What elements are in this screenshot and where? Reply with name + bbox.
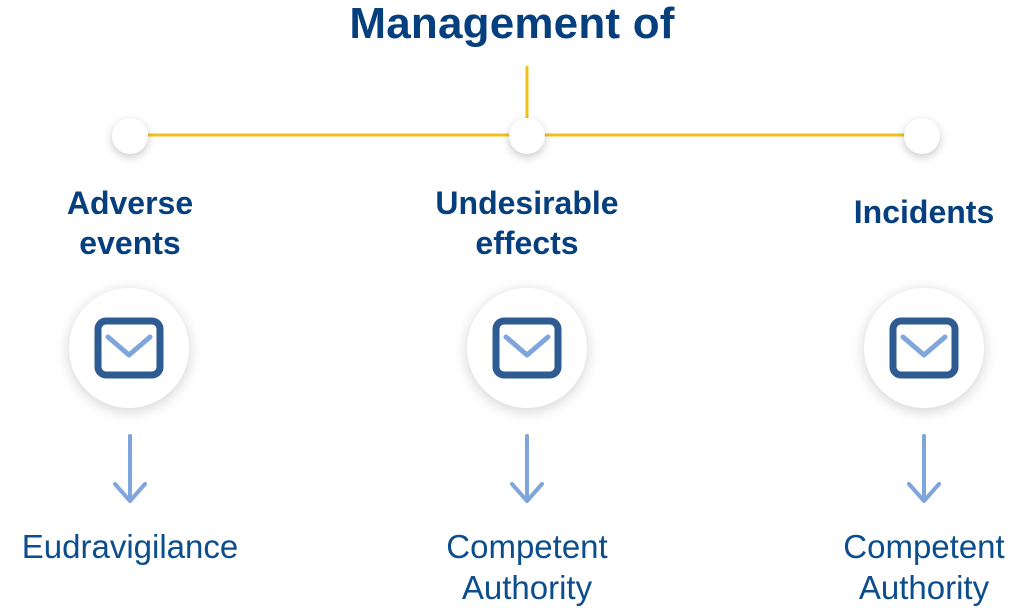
- branch-node-right: [904, 118, 940, 154]
- envelope-icon: [889, 317, 959, 379]
- envelope-icon: [94, 317, 164, 379]
- branch-heading-incidents: Incidents: [794, 192, 1024, 232]
- destination-eudravigilance: Eudravigilance: [0, 526, 280, 567]
- destination-line: Authority: [461, 569, 593, 606]
- down-arrow-icon: [510, 434, 544, 503]
- heading-line: events: [79, 225, 181, 261]
- branch-node-left: [112, 118, 148, 154]
- branch-heading-adverse-events: Adverse events: [0, 183, 260, 263]
- destination-line: Competent: [843, 528, 1005, 565]
- envelope-icon: [492, 317, 562, 379]
- destination-line: Eudravigilance: [21, 528, 239, 565]
- heading-line: Undesirable: [435, 185, 619, 221]
- icon-badge-adverse-events: [69, 288, 189, 408]
- heading-line: Adverse: [66, 185, 194, 221]
- destination-line: Authority: [858, 569, 990, 606]
- down-arrow-icon: [113, 434, 147, 503]
- diagram-title: Management of: [349, 0, 675, 48]
- heading-line: effects: [475, 225, 579, 261]
- branch-heading-undesirable-effects: Undesirable effects: [397, 183, 657, 263]
- icon-badge-incidents: [864, 288, 984, 408]
- destination-competent-authority-right: Competent Authority: [774, 526, 1024, 608]
- branch-node-center: [509, 118, 545, 154]
- down-arrow-icon: [907, 434, 941, 503]
- destination-competent-authority-center: Competent Authority: [377, 526, 677, 608]
- icon-badge-undesirable-effects: [467, 288, 587, 408]
- heading-line: Incidents: [853, 194, 995, 230]
- destination-line: Competent: [446, 528, 608, 565]
